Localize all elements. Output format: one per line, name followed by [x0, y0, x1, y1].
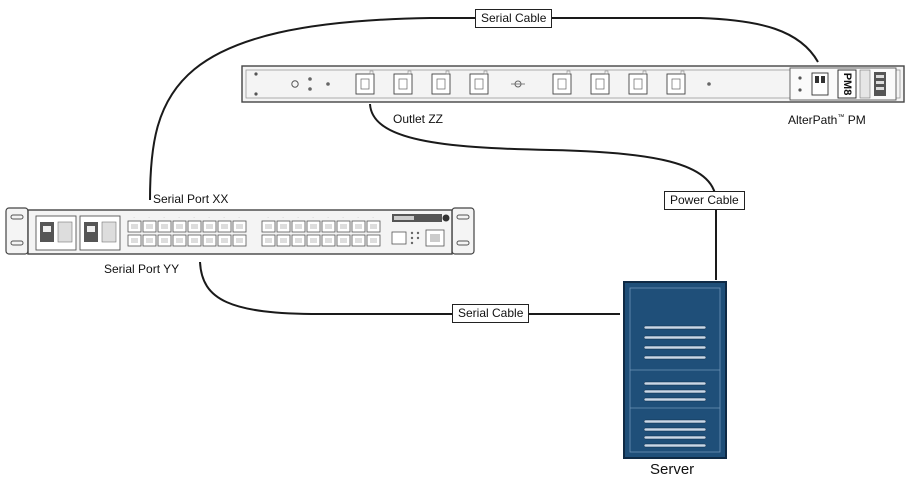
- serial-port-yy-label: Serial Port YY: [104, 262, 180, 276]
- serial-cable-top-label: Serial Cable: [475, 9, 553, 28]
- pdu-outlet: [628, 73, 648, 95]
- pdu-led: [308, 77, 312, 81]
- pdu-led: [707, 82, 711, 86]
- cables: [149, 17, 819, 315]
- console-serial-ports: · · · · · · · · · · · · · · · ·: [127, 215, 381, 247]
- console-server: · · · · · · · · · · · · · · · ·: [5, 207, 475, 255]
- drive-bay-slot: [643, 381, 707, 386]
- pdu-power-switch: [291, 80, 299, 88]
- serial-port-xx-label: Serial Port XX: [153, 192, 229, 206]
- pdu-outlet: [431, 73, 451, 95]
- pdu-brand-strip: [859, 69, 871, 99]
- drive-bay-slot: [643, 325, 707, 330]
- pdu-display: [811, 72, 829, 96]
- svg-text:·: ·: [133, 215, 134, 220]
- drive-bay-slot: [643, 355, 707, 360]
- svg-text:·: ·: [238, 215, 239, 220]
- pdu-outlet: [666, 73, 686, 95]
- drive-bay-slot: [643, 397, 707, 402]
- server-label: Server: [650, 461, 695, 478]
- pdu-outlet: [590, 73, 610, 95]
- drive-bay-slot: [643, 435, 707, 440]
- svg-text:·: ·: [223, 215, 224, 220]
- pdu-outlet: [552, 73, 572, 95]
- svg-text:·: ·: [178, 215, 179, 220]
- svg-text:·: ·: [372, 215, 373, 220]
- outlet-label: Outlet ZZ: [393, 112, 444, 126]
- console-port: [391, 231, 407, 245]
- power-distribution-unit: PM8: [241, 65, 905, 103]
- power-manager-name: AlterPath: [788, 113, 838, 127]
- drive-bay-slot: [643, 427, 707, 432]
- drive-bay-slot: [643, 335, 707, 340]
- svg-text:·: ·: [193, 215, 194, 220]
- svg-text:·: ·: [312, 215, 313, 220]
- pdu-mount-hole: [254, 92, 258, 96]
- drive-bay-slot: [643, 443, 707, 448]
- pdu-led: [326, 82, 330, 86]
- power-manager-label: AlterPath™ PM: [788, 113, 866, 127]
- power-manager-suffix: PM: [847, 113, 866, 127]
- svg-text:·: ·: [267, 215, 268, 220]
- svg-text:·: ·: [297, 215, 298, 220]
- svg-text:·: ·: [327, 215, 328, 220]
- server-drive-bays: [643, 325, 707, 448]
- trademark-mark: ™: [837, 114, 845, 121]
- svg-text:·: ·: [342, 215, 343, 220]
- serial-cable-bottom-line: [199, 261, 620, 315]
- power-cable-label: Power Cable: [664, 191, 745, 210]
- svg-text:·: ·: [148, 215, 149, 220]
- svg-text:·: ·: [163, 215, 164, 220]
- serial-cable-top-line: [149, 17, 819, 201]
- pdu-outlets: [355, 70, 686, 95]
- drive-bay-slot: [643, 389, 707, 394]
- svg-text:·: ·: [282, 215, 283, 220]
- drive-bay-slot: [643, 345, 707, 350]
- pdu-model-badge-label: PM8: [841, 73, 853, 96]
- pdu-outlet: [355, 73, 375, 95]
- server-tower: [623, 281, 727, 459]
- svg-text:·: ·: [357, 215, 358, 220]
- pdu-led: [308, 87, 312, 91]
- svg-text:·: ·: [208, 215, 209, 220]
- pdu-outlet: [469, 73, 489, 95]
- pdu-mount-hole: [254, 72, 258, 76]
- pdu-model-badge: [837, 69, 857, 99]
- power-cable-line: [369, 103, 717, 280]
- serial-cable-bottom-label: Serial Cable: [452, 304, 530, 323]
- console-brand-badge: [392, 214, 442, 222]
- pdu-outlet: [393, 73, 413, 95]
- drive-bay-slot: [643, 419, 707, 424]
